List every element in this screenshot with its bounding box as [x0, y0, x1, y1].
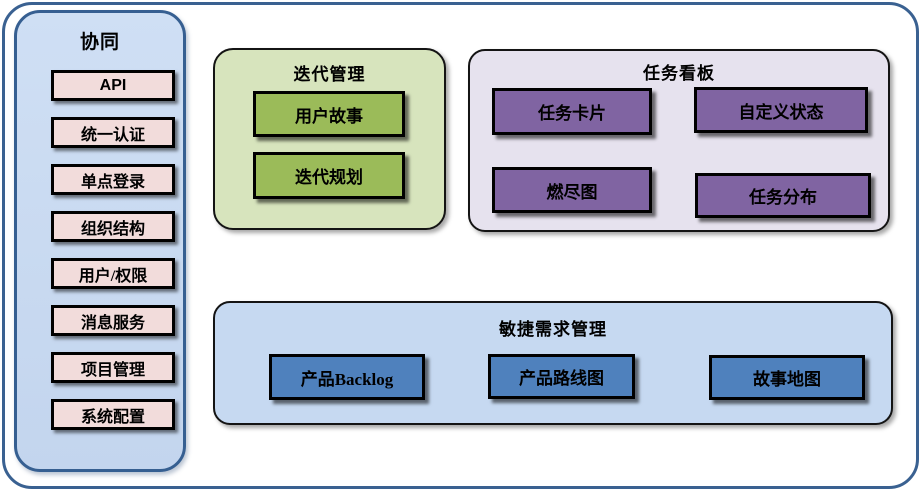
iteration-node-sprint-planning: 迭代规划 [253, 152, 405, 199]
agile-node-product-roadmap: 产品路线图 [488, 354, 635, 399]
agile-node-story-map: 故事地图 [709, 355, 865, 400]
iteration-node-user-story: 用户故事 [253, 91, 405, 137]
agile-requirements-title: 敏捷需求管理 [499, 320, 607, 339]
sidebar-item-system-config: 系统配置 [51, 399, 175, 430]
sidebar-item-api: API [51, 70, 175, 101]
sidebar-item-message-service: 消息服务 [51, 305, 175, 336]
sidebar-item-user-permissions: 用户/权限 [51, 258, 175, 289]
agile-node-product-backlog: 产品Backlog [269, 354, 425, 400]
iteration-management-group: 迭代管理 用户故事 迭代规划 [213, 48, 446, 230]
collaboration-panel: 协同 API 统一认证 单点登录 组织结构 用户/权限 消息服务 项目管理 系统… [14, 10, 186, 472]
iteration-management-title: 迭代管理 [293, 65, 366, 84]
task-kanban-title: 任务看板 [643, 64, 715, 83]
sidebar-item-project-management: 项目管理 [51, 352, 175, 383]
sidebar-item-unified-auth: 统一认证 [51, 117, 175, 148]
kanban-node-task-card: 任务卡片 [492, 88, 652, 135]
collaboration-panel-title: 协同 [79, 32, 120, 53]
agile-requirements-group: 敏捷需求管理 产品Backlog 产品路线图 故事地图 [213, 301, 893, 425]
sidebar-item-single-sign-on: 单点登录 [51, 164, 175, 195]
kanban-node-burndown-chart: 燃尽图 [492, 167, 652, 213]
kanban-node-task-distribution: 任务分布 [695, 173, 871, 218]
task-kanban-group: 任务看板 任务卡片 自定义状态 燃尽图 任务分布 [468, 49, 890, 232]
kanban-node-custom-status: 自定义状态 [694, 87, 868, 133]
sidebar-item-org-structure: 组织结构 [51, 211, 175, 242]
